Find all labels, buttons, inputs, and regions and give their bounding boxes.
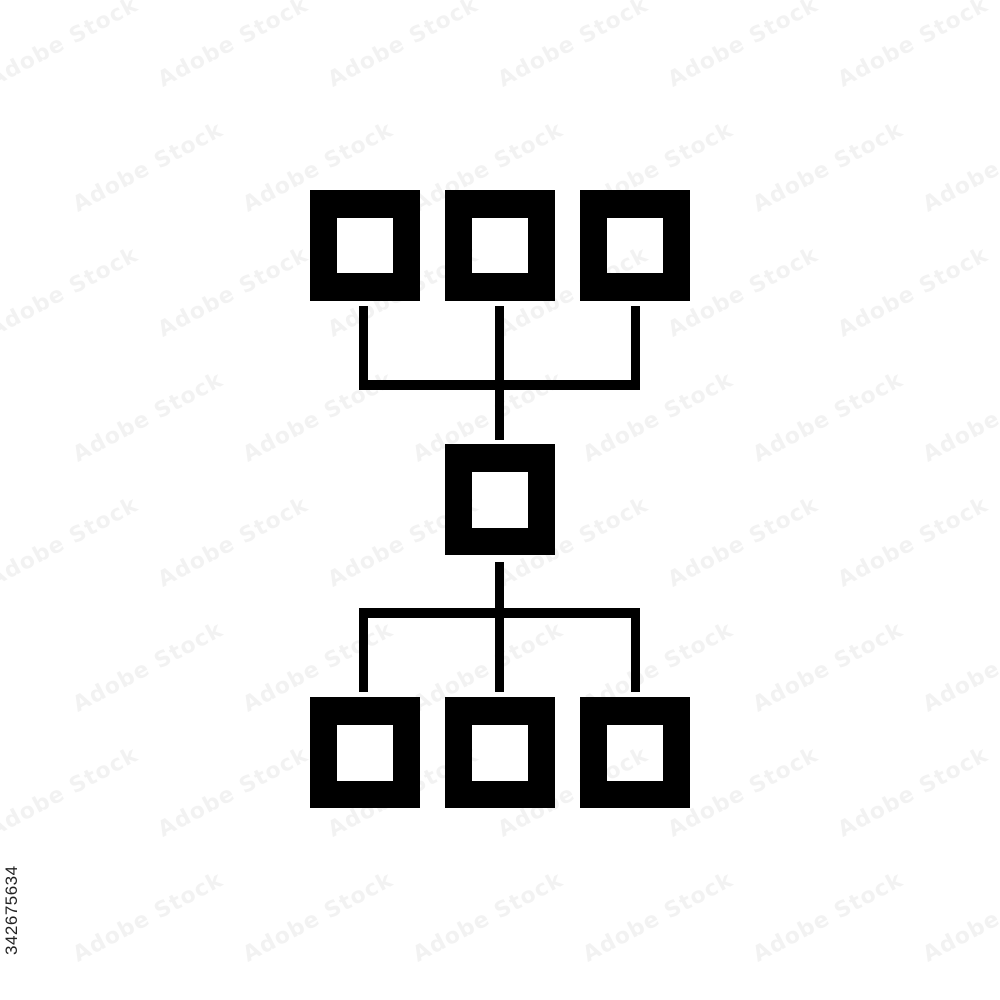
- connector-top-center-vertical: [495, 306, 504, 440]
- node-top-center: [445, 190, 555, 301]
- node-top-left: [310, 190, 420, 301]
- connector-top-right-vertical: [631, 306, 640, 390]
- middle-node-group: [445, 444, 555, 555]
- node-middle: [445, 444, 555, 555]
- connector-top-left-vertical: [359, 306, 368, 390]
- top-nodes: [310, 190, 690, 301]
- connector-bottom-center-vertical: [495, 562, 504, 692]
- node-bottom-right: [580, 697, 690, 808]
- connector-bottom-left-vertical: [359, 608, 368, 692]
- node-bottom-left: [310, 697, 420, 808]
- node-top-right: [580, 190, 690, 301]
- connector-bottom-right-vertical: [631, 608, 640, 692]
- connector-top-horizontal: [359, 380, 640, 390]
- node-bottom-center: [445, 697, 555, 808]
- connector-lines: [359, 306, 640, 692]
- connector-bottom-horizontal: [359, 608, 640, 618]
- stock-id-label: 342675634: [2, 865, 21, 955]
- bottom-nodes: [310, 697, 690, 808]
